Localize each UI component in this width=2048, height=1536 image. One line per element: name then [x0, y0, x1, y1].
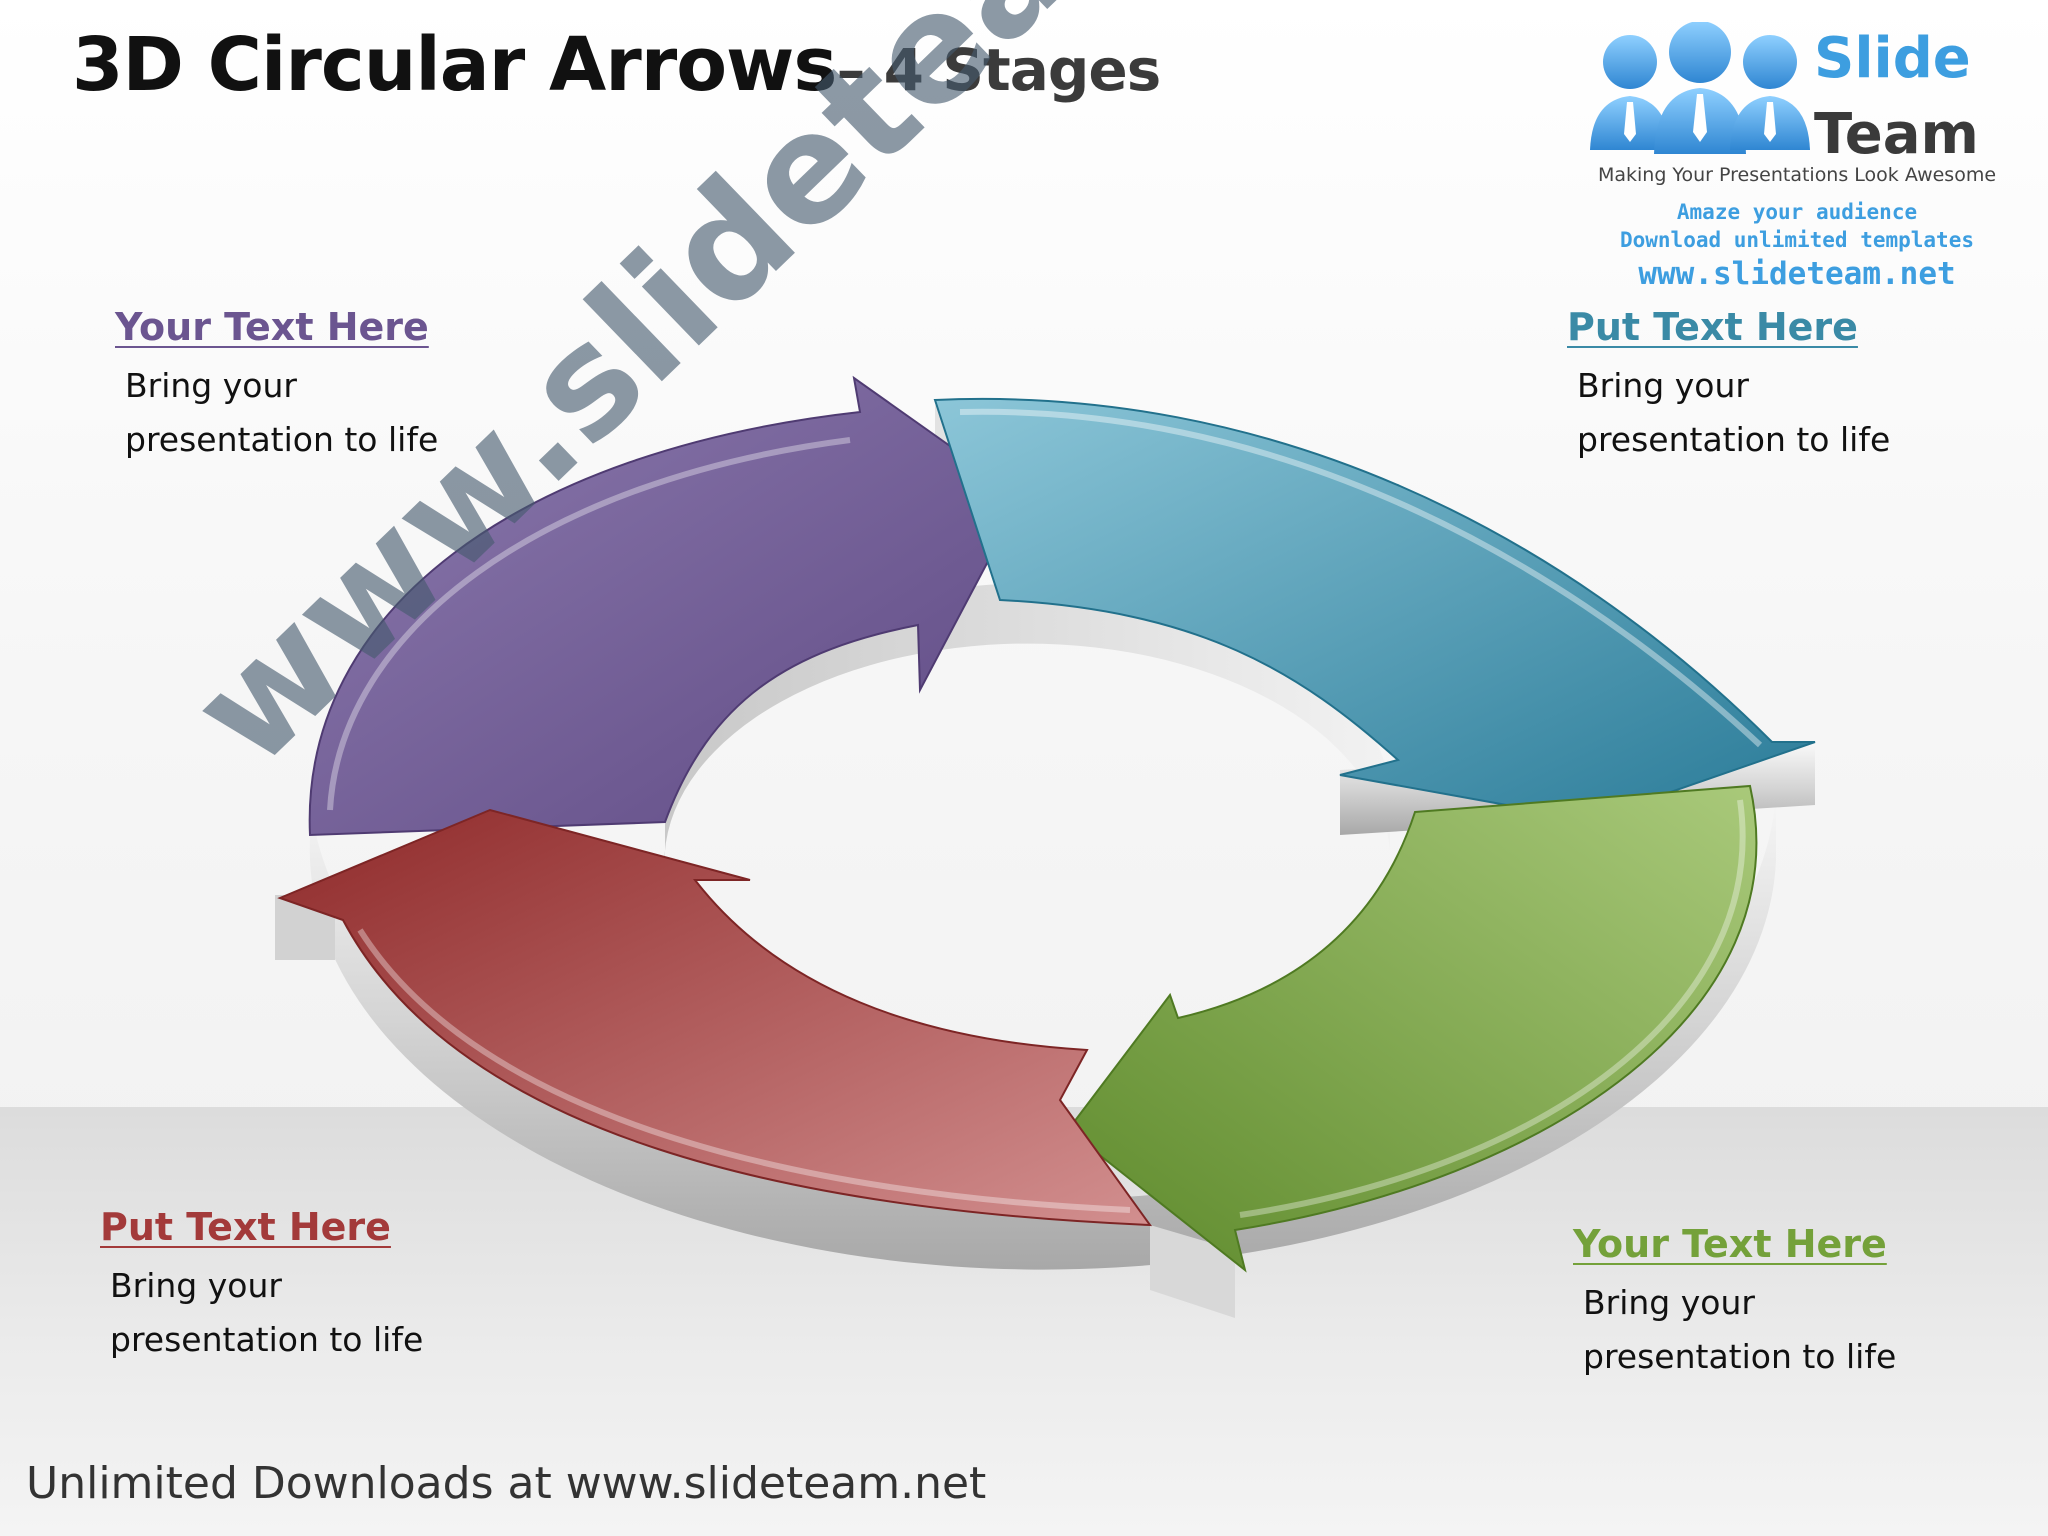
cut-face-bottom — [1150, 1225, 1235, 1318]
stage-4-body: Bring your presentation to life — [110, 1266, 424, 1359]
ring-inner-wall — [664, 583, 1390, 875]
logo-download-text: Download unlimited templates — [1619, 228, 1974, 252]
logo-word-team: Team — [1814, 102, 1979, 167]
stage-2-highlight — [959, 408, 1763, 748]
title-suffix: – 4 Stages — [836, 36, 1161, 104]
stage-2-callout: Put Text Here Bring your presentation to… — [1567, 305, 1957, 467]
slide-title: 3D Circular Arrows– 4 Stages — [72, 22, 1161, 108]
stage-2-arrow — [933, 398, 1816, 822]
stage-3-heading: Your Text Here — [1573, 1222, 1887, 1266]
logo-url: www.slideteam.net — [1638, 256, 1956, 292]
stage-4-callout: Put Text Here Bring your presentation to… — [100, 1205, 490, 1367]
footer-text: Unlimited Downloads at www.slideteam.net — [26, 1458, 987, 1509]
stage-4-arrow — [277, 808, 1153, 1227]
stage-1-heading: Your Text Here — [115, 305, 429, 349]
stage-1-body: Bring your presentation to life — [125, 366, 439, 459]
logo-amaze-text: Amaze your audience — [1676, 200, 1918, 224]
stage-3-body: Bring your presentation to life — [1583, 1283, 1897, 1376]
slideteam-logo: Slide Team Making Your Presentations Loo… — [1582, 22, 2012, 302]
stage-3-callout: Your Text Here Bring your presentation t… — [1573, 1222, 1963, 1384]
stage-1-arrow — [308, 375, 1024, 837]
logo-word-slide: Slide — [1814, 26, 1971, 91]
stage-1-callout: Your Text Here Bring your presentation t… — [115, 305, 505, 467]
title-main: 3D Circular Arrows — [72, 22, 837, 108]
stage-2-heading: Put Text Here — [1567, 305, 1858, 349]
logo-tagline: Making Your Presentations Look Awesome — [1597, 164, 1997, 186]
stage-1-highlight — [327, 437, 851, 811]
stage-2-body: Bring your presentation to life — [1577, 366, 1891, 459]
stage-4-heading: Put Text Here — [100, 1205, 391, 1249]
stage-4-highlight — [357, 928, 1131, 1213]
people-logo-icon — [1590, 22, 1810, 154]
stage-3-arrow — [1066, 784, 1758, 1273]
stage-3-highlight — [1239, 799, 1746, 1218]
